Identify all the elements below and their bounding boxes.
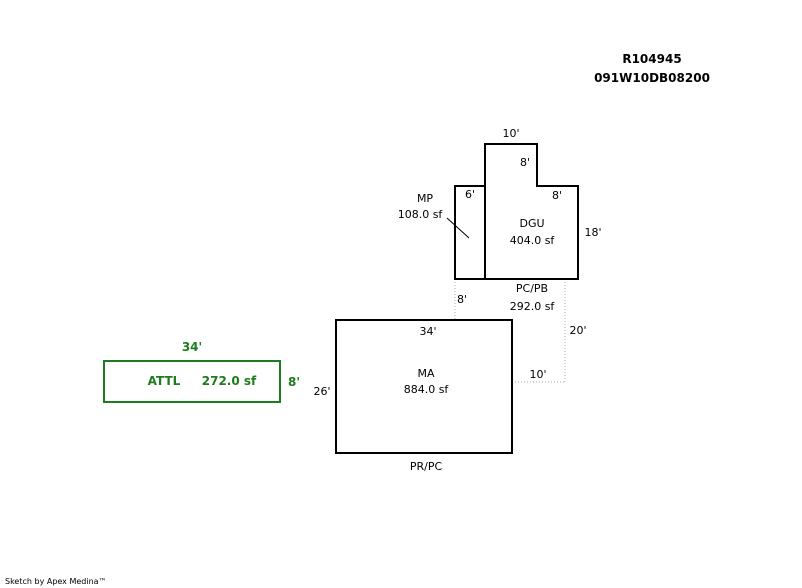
attl-dim-right: 8' bbox=[288, 375, 300, 389]
pcpb-area: 292.0 sf bbox=[510, 300, 556, 313]
attl-outline bbox=[103, 360, 281, 403]
mp-label: MP bbox=[417, 192, 433, 205]
mp-dim-width: 6' bbox=[465, 188, 475, 201]
mp-leader-line bbox=[446, 217, 470, 239]
ma-outline bbox=[335, 319, 513, 454]
ma-dim-top: 34' bbox=[419, 325, 436, 338]
ma-area: 884.0 sf bbox=[404, 383, 450, 396]
map-number: 091W10DB08200 bbox=[594, 71, 710, 85]
attl-dim-top: 34' bbox=[182, 340, 202, 354]
dgu-dim-notch-height: 8' bbox=[520, 156, 530, 169]
parcel-id: R104945 bbox=[622, 52, 681, 66]
mp-area: 108.0 sf bbox=[398, 208, 444, 221]
dgu-dim-top: 10' bbox=[502, 127, 519, 140]
ma-dim-left: 26' bbox=[313, 385, 330, 398]
dgu-dim-right: 18' bbox=[584, 226, 601, 239]
dgu-outline bbox=[484, 143, 579, 280]
pcpb-dim-right: 20' bbox=[569, 324, 586, 337]
ma-label: MA bbox=[417, 367, 434, 380]
attl-label: ATTL bbox=[148, 374, 181, 388]
pcpb-label: PC/PB bbox=[516, 282, 548, 295]
mp-outline bbox=[454, 185, 486, 280]
dgu-dim-notch-width: 8' bbox=[552, 189, 562, 202]
dgu-label: DGU bbox=[519, 217, 544, 230]
pcpb-dim-left: 8' bbox=[457, 293, 467, 306]
ma-below-label: PR/PC bbox=[410, 460, 443, 473]
footer-credit: Sketch by Apex Medina™ bbox=[5, 577, 107, 586]
attl-area: 272.0 sf bbox=[202, 374, 257, 388]
dgu-area: 404.0 sf bbox=[510, 234, 556, 247]
pcpb-dim-bottom: 10' bbox=[529, 368, 546, 381]
